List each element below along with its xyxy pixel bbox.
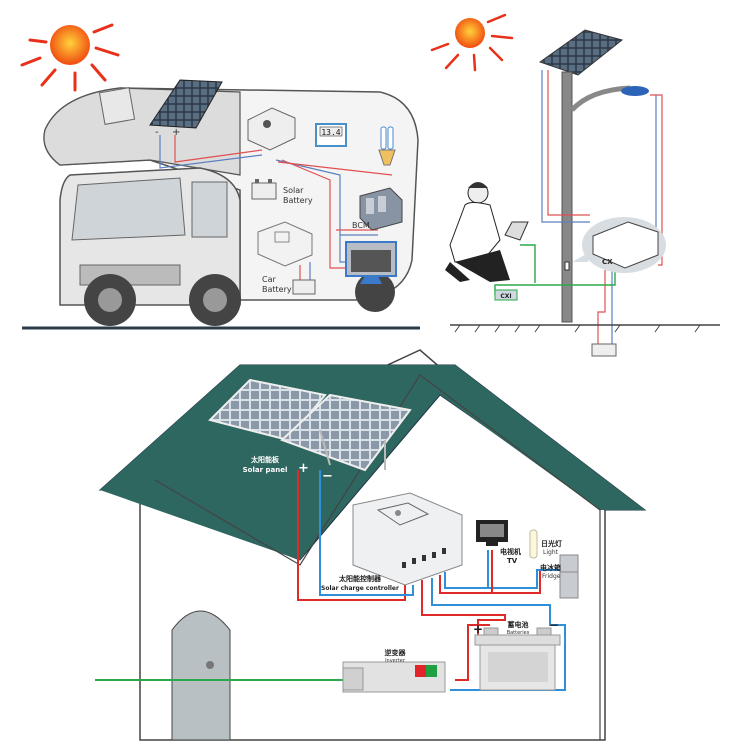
streetlight-solar-panel — [538, 29, 624, 76]
rv-display-value: 13.4 — [321, 128, 340, 137]
streetlight-battery — [591, 343, 617, 357]
rv-scene: - + 13.4 Sola — [20, 23, 420, 330]
house-scene: 太阳能板 Solar panel + − 太阳能控制器 Solar charge… — [95, 349, 647, 741]
tv-icon — [476, 520, 508, 546]
fridge-label-cn: 电冰箱 — [540, 563, 561, 572]
cxi-label: CXI — [500, 293, 511, 300]
rv-panel-minus: - — [155, 127, 159, 138]
sun-icon — [20, 23, 120, 92]
inverter-label-en: Inverter — [385, 658, 406, 664]
rv-voltage-display: 13.4 — [315, 123, 347, 147]
rv-bcm-module — [359, 187, 403, 231]
light-bulb-icon — [378, 126, 396, 166]
battery-minus-sign: − — [549, 618, 559, 632]
rv-tv-monitor — [345, 241, 397, 284]
tv-label-cn: 电视机 — [500, 547, 521, 556]
sun-icon — [430, 13, 514, 72]
rv-car-battery — [292, 279, 316, 295]
bcm-label: BCM — [352, 221, 370, 230]
light-tube-icon — [529, 529, 538, 559]
cx-controller: CX — [564, 217, 666, 273]
lamp-head — [621, 86, 649, 96]
light-label-en: Light — [543, 549, 559, 556]
controller-label-en: Solar charge controller — [321, 585, 399, 592]
rv-panel-plus: + — [172, 127, 180, 138]
house-door[interactable] — [171, 610, 231, 741]
rv-car-charge-controller — [257, 221, 313, 267]
house-battery — [474, 627, 561, 691]
car-battery-label-1: Car — [262, 275, 276, 284]
rv-solar-battery — [251, 179, 277, 200]
panel-minus-sign: − — [322, 469, 333, 484]
solar-battery-label-1: Solar — [283, 186, 304, 195]
house-solar-panels — [208, 378, 412, 472]
rv-solar-panel — [149, 79, 223, 129]
car-battery-label-2: Battery — [262, 285, 292, 294]
battery-plus-sign: + — [473, 622, 483, 636]
fridge-label-en: Fridge — [542, 573, 561, 580]
controller-label-cn: 太阳能控制器 — [339, 574, 382, 583]
cx-label: CX — [602, 258, 613, 266]
light-label-cn: 日光灯 — [541, 539, 562, 548]
streetlight-scene: CX CXI — [430, 13, 720, 357]
solar-battery-label-2: Battery — [283, 196, 313, 205]
tv-label-en: TV — [507, 557, 518, 565]
inverter-label-cn: 逆变器 — [385, 648, 407, 657]
panel-plus-sign: + — [298, 461, 309, 476]
rv-charge-controller — [247, 107, 296, 151]
inverter — [342, 661, 446, 693]
technician-with-laptop — [445, 182, 529, 282]
cxi-remote: CXI — [494, 289, 518, 301]
house-charge-controller — [352, 492, 463, 586]
battery-label-en: Batteries — [507, 630, 530, 636]
fridge-icon — [559, 554, 579, 599]
solar-panel-label-cn: 太阳能板 — [251, 455, 280, 464]
lamp-pole — [561, 71, 573, 323]
solar-panel-label-en: Solar panel — [243, 466, 288, 474]
battery-label-cn: 蓄电池 — [508, 620, 529, 629]
